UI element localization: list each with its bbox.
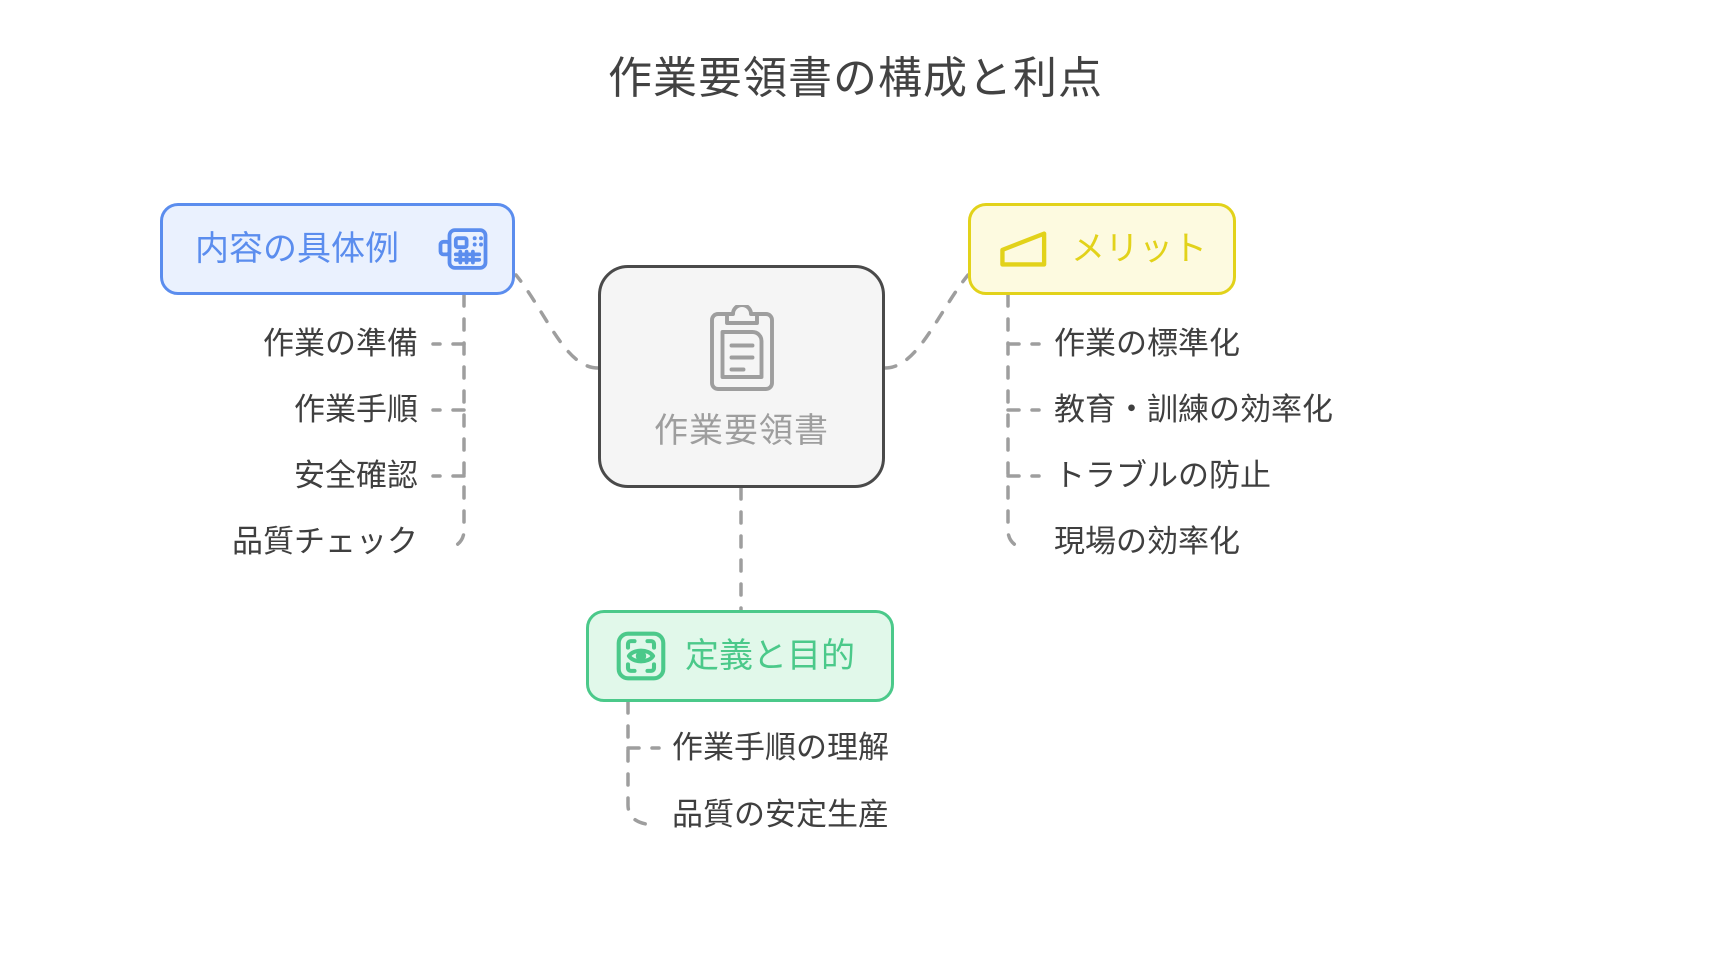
flag-quad-icon bbox=[997, 227, 1055, 271]
leaf-merit-2: 教育・訓練の効率化 bbox=[1054, 392, 1333, 427]
branch-node-content[interactable]: 内容の具体例 bbox=[160, 203, 515, 295]
branch-node-purpose[interactable]: 定義と目的 bbox=[586, 610, 894, 702]
branch-node-merit[interactable]: メリット bbox=[968, 203, 1236, 295]
leaf-purpose-2: 品質の安定生産 bbox=[672, 797, 889, 832]
leaf-content-2: 作業手順 bbox=[294, 392, 418, 427]
spine-content bbox=[444, 293, 466, 551]
connector-center-to-content bbox=[514, 273, 600, 370]
spine-merit bbox=[1006, 293, 1028, 551]
leaf-merit-3: トラブルの防止 bbox=[1054, 458, 1271, 493]
leaf-content-1: 作業の準備 bbox=[263, 326, 418, 361]
leaf-merit-1: 作業の標準化 bbox=[1054, 326, 1240, 361]
branch-node-merit-label: メリット bbox=[1071, 230, 1207, 268]
leaf-content-3: 安全確認 bbox=[294, 458, 418, 493]
spine-purpose bbox=[626, 700, 648, 826]
clipboard-icon bbox=[703, 303, 781, 400]
leaf-merit-4: 現場の効率化 bbox=[1054, 524, 1240, 559]
center-node[interactable]: 作業要領書 bbox=[598, 265, 885, 488]
eye-scan-icon bbox=[615, 630, 667, 682]
page-title: 作業要領書の構成と利点 bbox=[608, 54, 1103, 103]
vending-machine-icon bbox=[436, 225, 490, 273]
leaf-content-4: 品質チェック bbox=[232, 524, 418, 559]
branch-node-purpose-label: 定義と目的 bbox=[685, 637, 855, 675]
branch-node-content-label: 内容の具体例 bbox=[195, 230, 399, 268]
center-node-label: 作業要領書 bbox=[654, 412, 829, 450]
leaf-purpose-1: 作業手順の理解 bbox=[672, 730, 889, 765]
connector-center-to-merit bbox=[883, 273, 970, 370]
